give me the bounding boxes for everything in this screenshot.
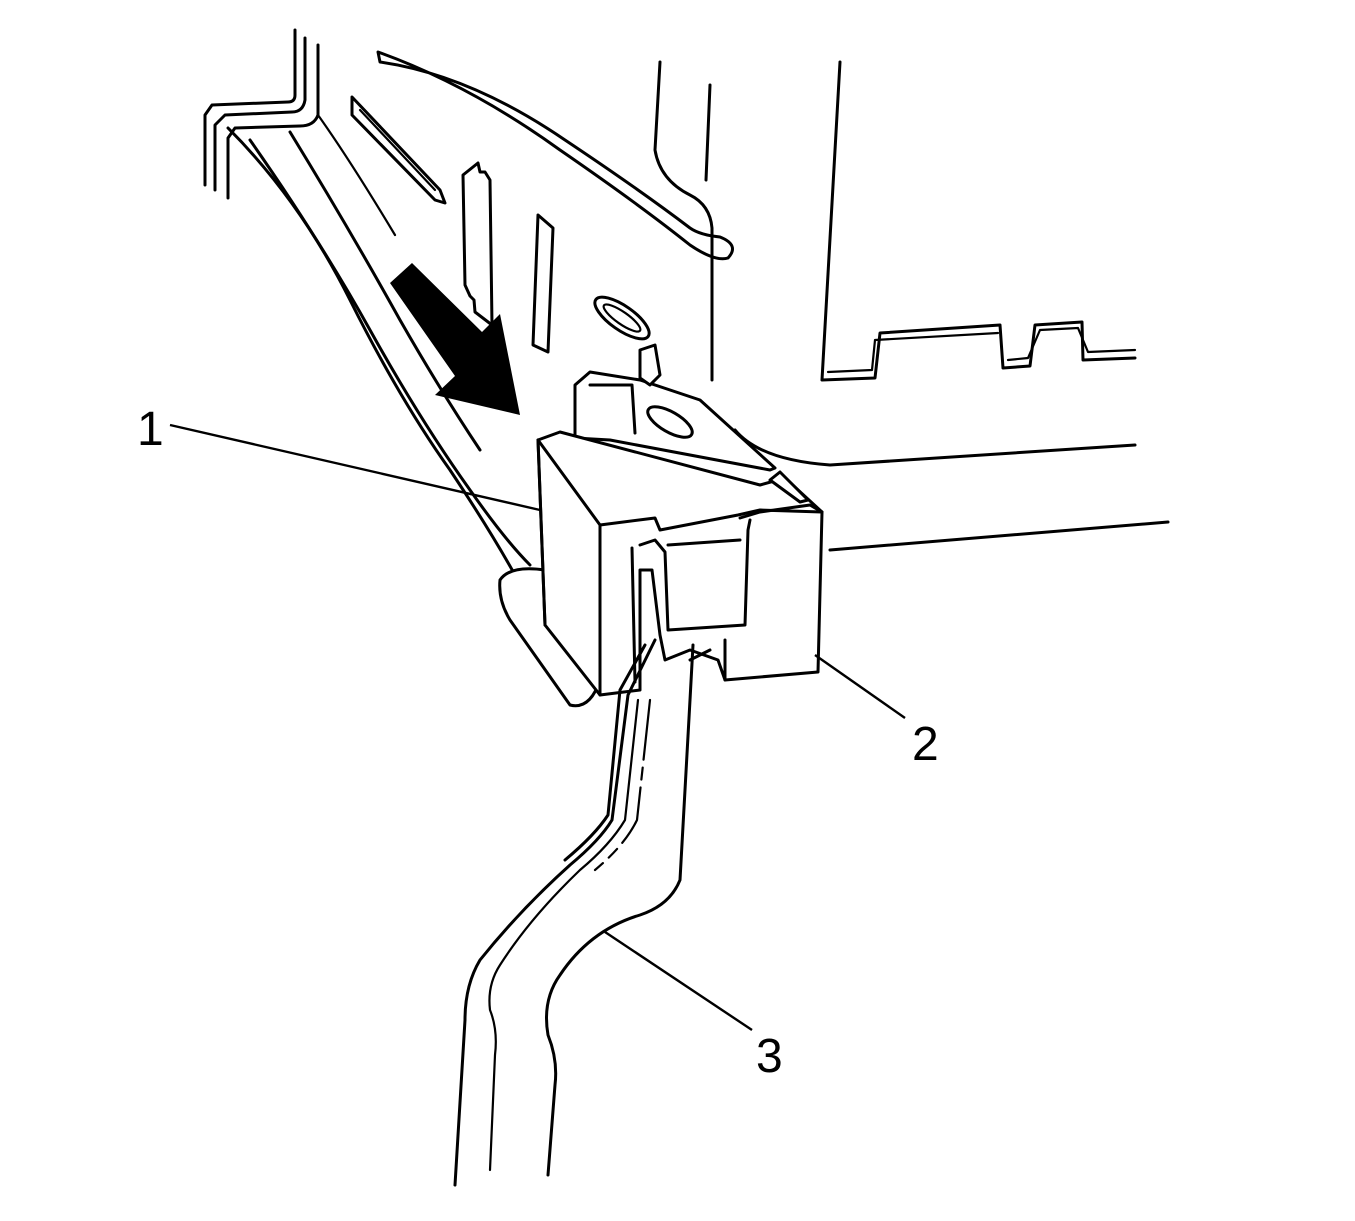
callout-2: 2: [814, 654, 939, 771]
callout-3: 3: [604, 931, 783, 1083]
callout-1: 1: [137, 403, 541, 512]
callout-label-1: 1: [137, 403, 164, 456]
arrow-down-right-icon: [390, 263, 520, 415]
callout-label-3: 3: [756, 1030, 783, 1083]
panel-structure: [203, 28, 1170, 577]
cable: [453, 638, 712, 1187]
callout-label-2: 2: [912, 718, 939, 771]
connector-assembly: [498, 343, 824, 708]
